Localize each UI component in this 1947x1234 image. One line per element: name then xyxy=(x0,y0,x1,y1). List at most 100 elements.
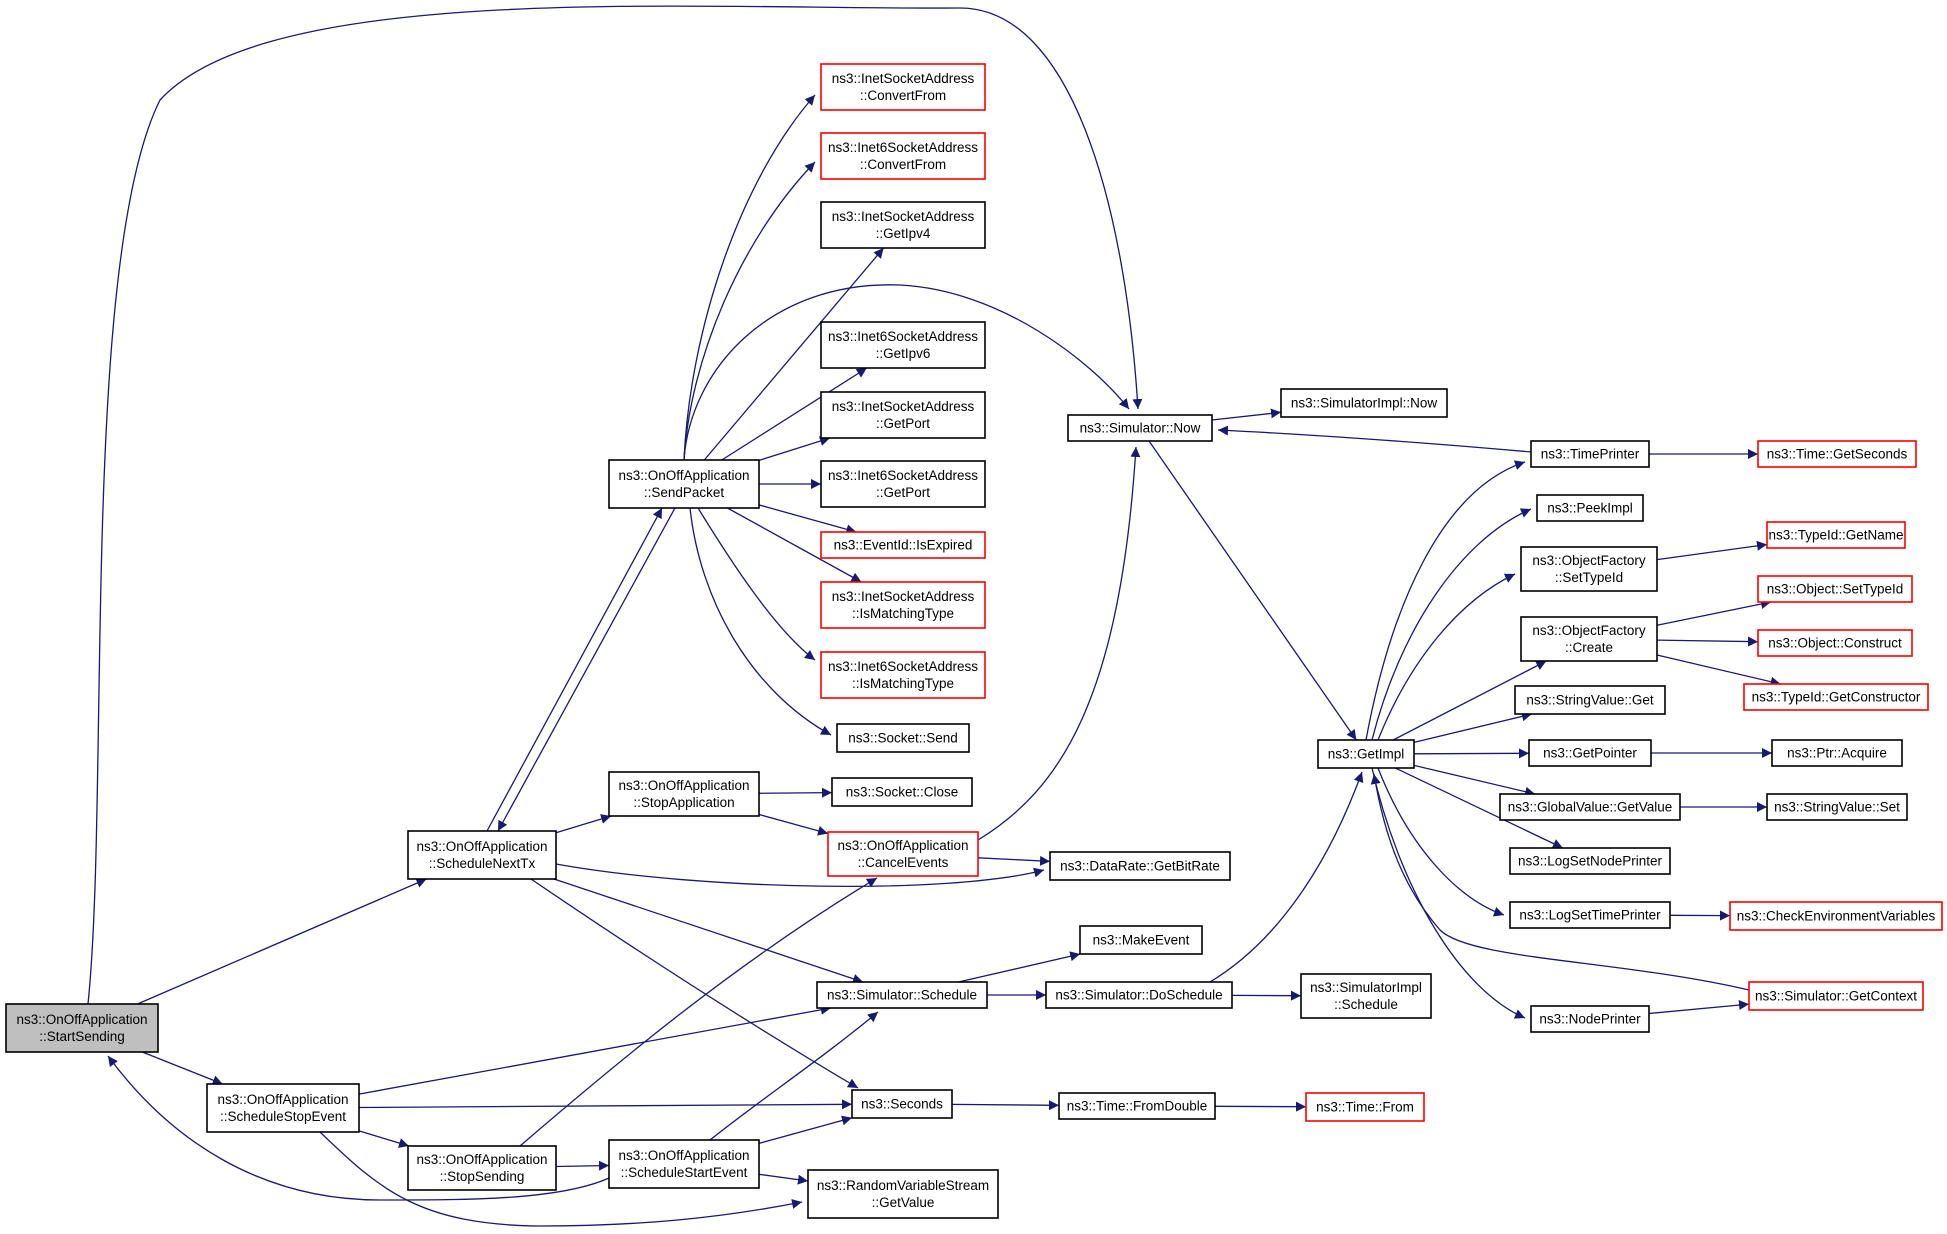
edge-get-impl-to-objectfactory-set-typeid xyxy=(1377,573,1516,741)
node-inet-is-matching[interactable]: ns3::InetSocketAddress::IsMatchingType xyxy=(820,581,986,629)
node-inet6-get-ipv6[interactable]: ns3::Inet6SocketAddress::GetIpv6 xyxy=(820,321,986,369)
node-inet-get-ipv4[interactable]: ns3::InetSocketAddress::GetIpv4 xyxy=(820,201,986,249)
node-label: ns3::GetPointer xyxy=(1543,746,1637,761)
node-box xyxy=(1058,1092,1216,1120)
node-schedule-start-event[interactable]: ns3::OnOffApplication::ScheduleStartEven… xyxy=(608,1139,760,1189)
node-box xyxy=(820,651,986,699)
node-schedule-stop-event[interactable]: ns3::OnOffApplication::ScheduleStopEvent xyxy=(206,1083,360,1133)
node-peek-impl[interactable]: ns3::PeekImpl xyxy=(1536,494,1644,522)
node-box xyxy=(206,1083,360,1133)
edge-schedule-stop-event-to-rvs-get-value xyxy=(319,1131,803,1227)
edge-seconds-to-time-from-double xyxy=(951,1100,1060,1111)
node-simulatorimpl-now[interactable]: ns3::SimulatorImpl::Now xyxy=(1280,388,1448,418)
node-box xyxy=(820,531,986,559)
node-schedule-next-tx[interactable]: ns3::OnOffApplication::ScheduleNextTx xyxy=(407,830,557,880)
node-simulator-do-schedule[interactable]: ns3::Simulator::DoSchedule xyxy=(1045,981,1233,1009)
node-inet6-convert-from[interactable]: ns3::Inet6SocketAddress::ConvertFrom xyxy=(820,132,986,180)
node-stringvalue-set[interactable]: ns3::StringValue::Set xyxy=(1766,793,1908,821)
node-label: ::StopSending xyxy=(440,1169,525,1184)
node-box xyxy=(608,771,760,817)
node-label: ::Create xyxy=(1565,640,1613,655)
node-log-set-node-printer[interactable]: ns3::LogSetNodePrinter xyxy=(1509,847,1671,875)
node-stop-application[interactable]: ns3::OnOffApplication::StopApplication xyxy=(608,771,760,817)
edge-send-packet-to-inet6-is-matching xyxy=(697,507,816,661)
node-check-env-vars[interactable]: ns3::CheckEnvironmentVariables xyxy=(1729,901,1943,931)
node-box xyxy=(1305,1092,1425,1122)
node-box xyxy=(1536,494,1644,522)
node-datarate-get-bitrate[interactable]: ns3::DataRate::GetBitRate xyxy=(1049,851,1231,881)
node-node-printer[interactable]: ns3::NodePrinter xyxy=(1530,1005,1650,1033)
node-rvs-get-value[interactable]: ns3::RandomVariableStream::GetValue xyxy=(807,1169,999,1219)
node-inet-get-port[interactable]: ns3::InetSocketAddress::GetPort xyxy=(820,391,986,439)
node-typeid-get-constructor[interactable]: ns3::TypeId::GetConstructor xyxy=(1743,683,1929,711)
node-typeid-get-name[interactable]: ns3::TypeId::GetName xyxy=(1766,521,1906,549)
node-ptr-acquire[interactable]: ns3::Ptr::Acquire xyxy=(1771,739,1903,767)
node-object-set-typeid[interactable]: ns3::Object::SetTypeId xyxy=(1757,575,1913,603)
node-time-get-seconds[interactable]: ns3::Time::GetSeconds xyxy=(1757,440,1917,468)
node-time-printer[interactable]: ns3::TimePrinter xyxy=(1530,440,1650,468)
node-time-from-double[interactable]: ns3::Time::FromDouble xyxy=(1058,1092,1216,1120)
node-label: ns3::OnOffApplication xyxy=(618,1148,749,1163)
node-get-impl[interactable]: ns3::GetImpl xyxy=(1317,739,1415,769)
node-simulatorimpl-schedule[interactable]: ns3::SimulatorImpl::Schedule xyxy=(1300,973,1432,1019)
edge-get-impl-to-peek-impl xyxy=(1371,508,1532,741)
node-inet6-get-port[interactable]: ns3::Inet6SocketAddress::GetPort xyxy=(820,460,986,508)
node-box xyxy=(1079,925,1203,955)
node-start-sending[interactable]: ns3::OnOffApplication::StartSending xyxy=(5,1003,159,1053)
node-label: ns3::OnOffApplication xyxy=(618,468,749,483)
node-label: ns3::RandomVariableStream xyxy=(817,1178,989,1193)
edge-get-impl-to-node-printer xyxy=(1371,767,1526,1019)
node-stop-sending[interactable]: ns3::OnOffApplication::StopSending xyxy=(407,1145,557,1191)
edge-send-packet-to-simulator-now xyxy=(683,284,1130,461)
node-simulator-schedule[interactable]: ns3::Simulator::Schedule xyxy=(816,981,988,1009)
node-eventid-is-expired[interactable]: ns3::EventId::IsExpired xyxy=(820,531,986,559)
node-label: ns3::StringValue::Get xyxy=(1526,693,1654,708)
edge-simulator-now-to-simulatorimpl-now xyxy=(1211,408,1282,421)
node-socket-close[interactable]: ns3::Socket::Close xyxy=(831,777,973,807)
node-box xyxy=(1045,981,1233,1009)
node-inet-convert-from[interactable]: ns3::InetSocketAddress::ConvertFrom xyxy=(820,63,986,111)
node-label: ns3::OnOffApplication xyxy=(416,1152,547,1167)
node-objectfactory-set-typeid[interactable]: ns3::ObjectFactory::SetTypeId xyxy=(1520,546,1658,592)
edge-get-impl-to-globalvalue-get-value xyxy=(1413,764,1536,797)
edge-send-packet-to-socket-send xyxy=(689,507,832,736)
node-label: ns3::Object::SetTypeId xyxy=(1767,582,1904,597)
node-objectfactory-create[interactable]: ns3::ObjectFactory::Create xyxy=(1520,616,1658,662)
edge-stop-sending-to-cancel-events xyxy=(519,877,878,1147)
edge-schedule-next-tx-to-seconds xyxy=(530,878,859,1089)
edge-schedule-stop-event-to-simulator-schedule xyxy=(358,1004,831,1095)
node-box xyxy=(820,581,986,629)
node-log-set-time-printer[interactable]: ns3::LogSetTimePrinter xyxy=(1509,901,1671,929)
edge-node-printer-to-simulator-get-context xyxy=(1648,1000,1750,1015)
node-send-packet[interactable]: ns3::OnOffApplication::SendPacket xyxy=(608,459,760,509)
edge-send-packet-to-inet-convert-from xyxy=(683,94,816,461)
node-box xyxy=(820,321,986,369)
node-time-from[interactable]: ns3::Time::From xyxy=(1305,1092,1425,1122)
node-get-pointer[interactable]: ns3::GetPointer xyxy=(1528,739,1652,767)
node-make-event[interactable]: ns3::MakeEvent xyxy=(1079,925,1203,955)
node-label: ns3::Inet6SocketAddress xyxy=(828,329,978,344)
node-cancel-events[interactable]: ns3::OnOffApplication::CancelEvents xyxy=(827,831,979,877)
node-socket-send[interactable]: ns3::Socket::Send xyxy=(836,723,970,753)
edge-simulator-schedule-to-make-event xyxy=(958,951,1081,983)
node-label: ::SendPacket xyxy=(644,485,725,500)
node-globalvalue-get-value[interactable]: ns3::GlobalValue::GetValue xyxy=(1499,793,1681,821)
node-label: ns3::Socket::Send xyxy=(848,731,958,746)
node-simulator-now[interactable]: ns3::Simulator::Now xyxy=(1067,414,1213,442)
node-box xyxy=(1757,629,1913,657)
node-label: ns3::OnOffApplication xyxy=(217,1092,348,1107)
node-box xyxy=(608,459,760,509)
node-label: ns3::Simulator::GetContext xyxy=(1755,989,1917,1004)
node-inet6-is-matching[interactable]: ns3::Inet6SocketAddress::IsMatchingType xyxy=(820,651,986,699)
node-box xyxy=(1530,1005,1650,1033)
node-seconds[interactable]: ns3::Seconds xyxy=(851,1089,953,1119)
node-box xyxy=(1514,685,1666,715)
node-object-construct[interactable]: ns3::Object::Construct xyxy=(1757,629,1913,657)
edge-simulator-now-to-get-impl xyxy=(1148,440,1357,741)
edge-time-printer-to-simulator-now xyxy=(1217,425,1532,453)
node-label: ns3::OnOffApplication xyxy=(618,778,749,793)
node-box xyxy=(1520,546,1658,592)
node-label: ns3::Simulator::DoSchedule xyxy=(1055,988,1222,1003)
node-stringvalue-get[interactable]: ns3::StringValue::Get xyxy=(1514,685,1666,715)
node-simulator-get-context[interactable]: ns3::Simulator::GetContext xyxy=(1748,981,1924,1011)
